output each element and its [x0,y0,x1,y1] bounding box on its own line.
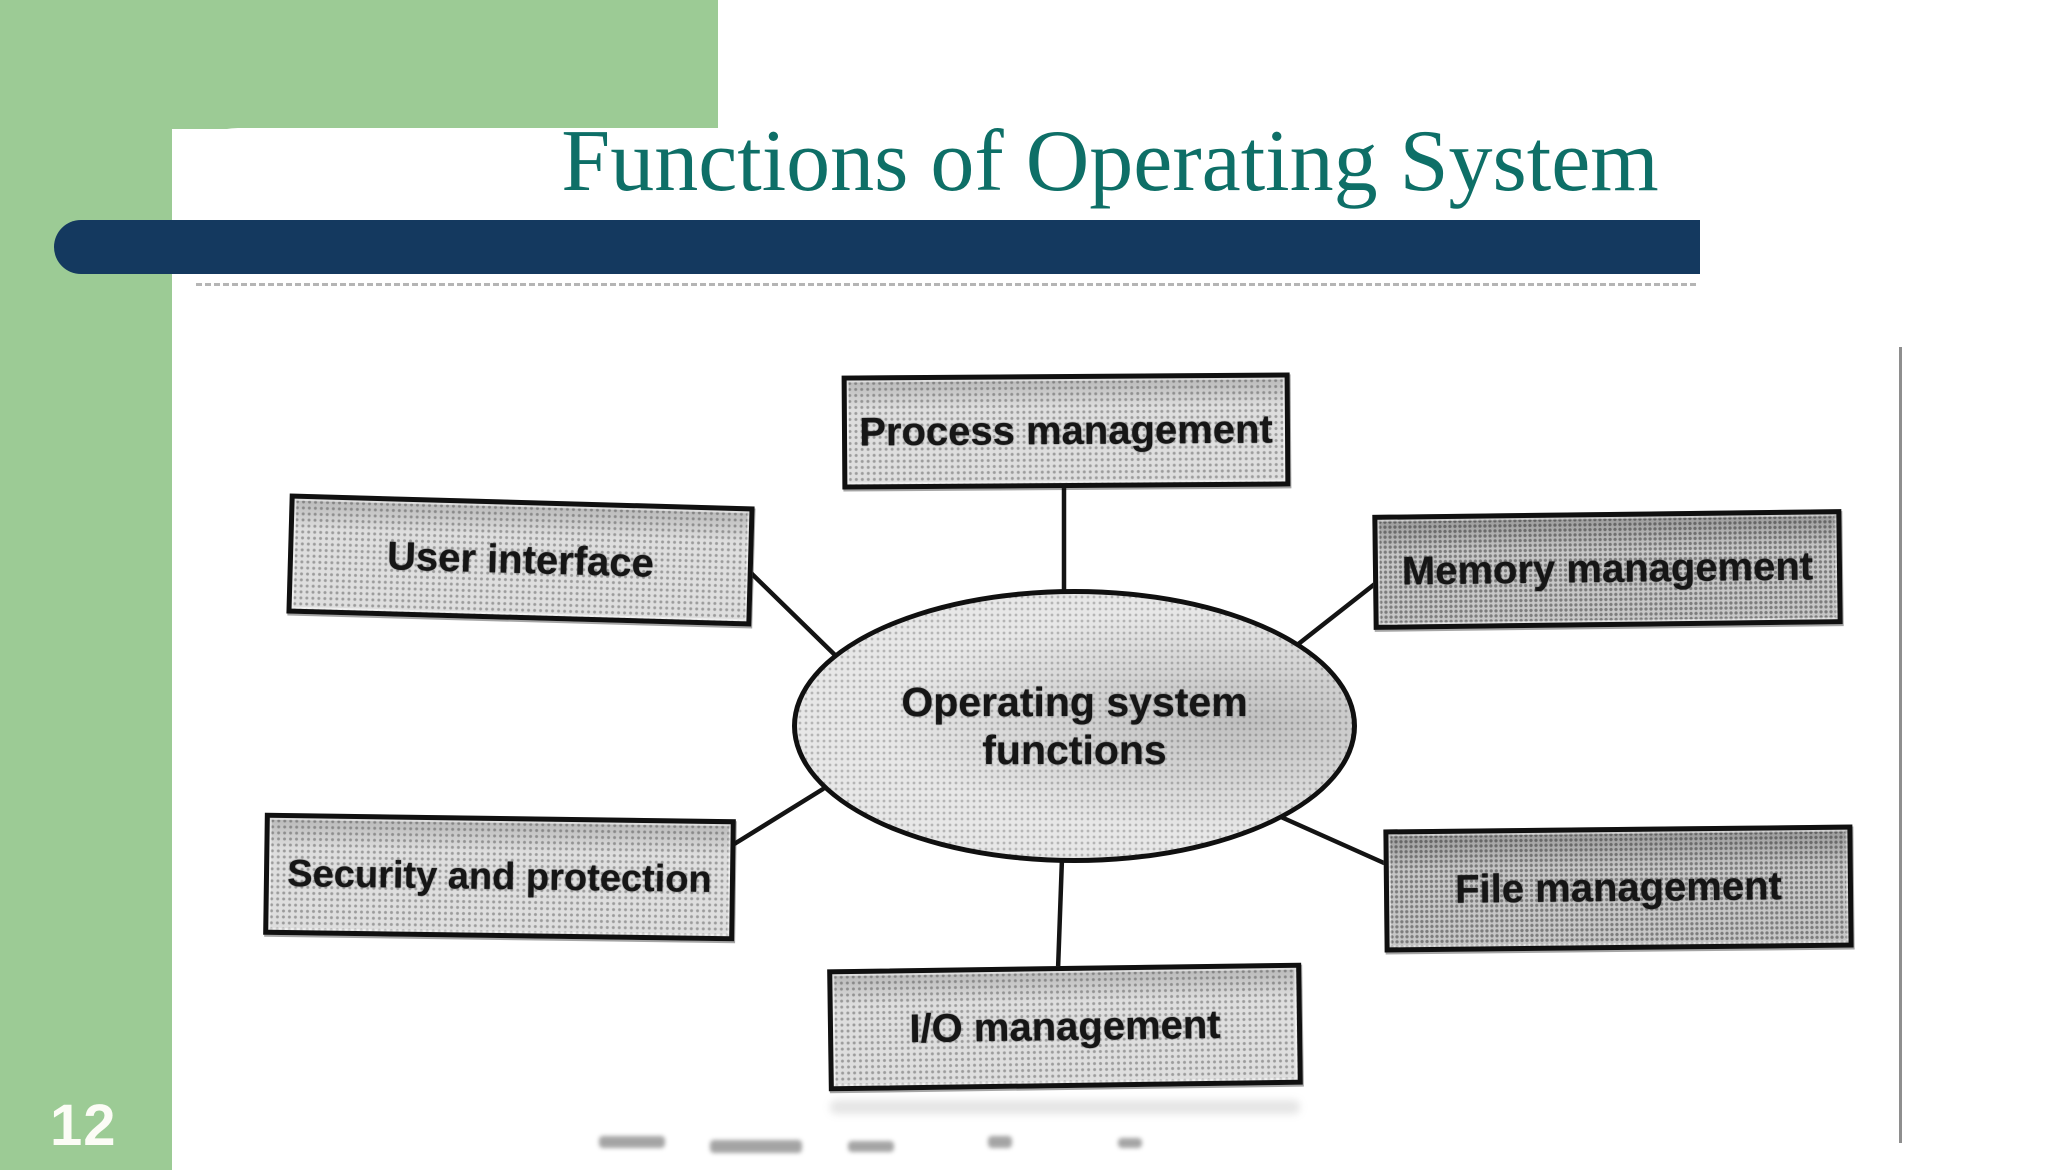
connector-io [1055,855,1065,973]
center-ellipse-os-functions: Operating system functions [792,589,1357,863]
bar-shadow-line [196,283,1696,286]
node-memory-management: Memory management [1372,509,1843,630]
node-label: Process management [859,407,1273,454]
node-user-interface: User interface [286,493,755,627]
node-security-and-protection: Security and protection [263,812,736,942]
green-left-column [0,0,172,1170]
scan-caption-remnant [848,1141,894,1152]
scan-caption-remnant [1118,1138,1142,1148]
node-io-management: I/O management [827,962,1303,1092]
scan-smear [830,1100,1300,1114]
scan-edge-line [1899,347,1902,1143]
node-file-management: File management [1383,824,1854,953]
node-label: Security and protection [287,852,712,901]
page-number: 12 [50,1093,117,1158]
scan-caption-remnant [710,1140,802,1153]
node-label: File management [1454,864,1783,912]
top-right-white-area [718,0,2048,130]
node-label: I/O management [909,1002,1221,1051]
scan-caption-remnant [988,1136,1012,1148]
connector-security [728,786,826,849]
green-top-strip [0,0,718,129]
ellipse-label-line1: Operating system [901,678,1248,725]
node-label: User interface [386,533,655,586]
node-process-management: Process management [841,372,1291,490]
ellipse-label-line2: functions [982,727,1167,773]
title-underline-bar [54,220,1700,274]
scan-caption-remnant [599,1136,665,1148]
connector-user-interface [748,570,840,660]
page-title: Functions of Operating System [561,113,1659,210]
node-label: Memory management [1401,544,1814,594]
connector-file [1278,814,1387,866]
connector-memory [1289,580,1379,652]
